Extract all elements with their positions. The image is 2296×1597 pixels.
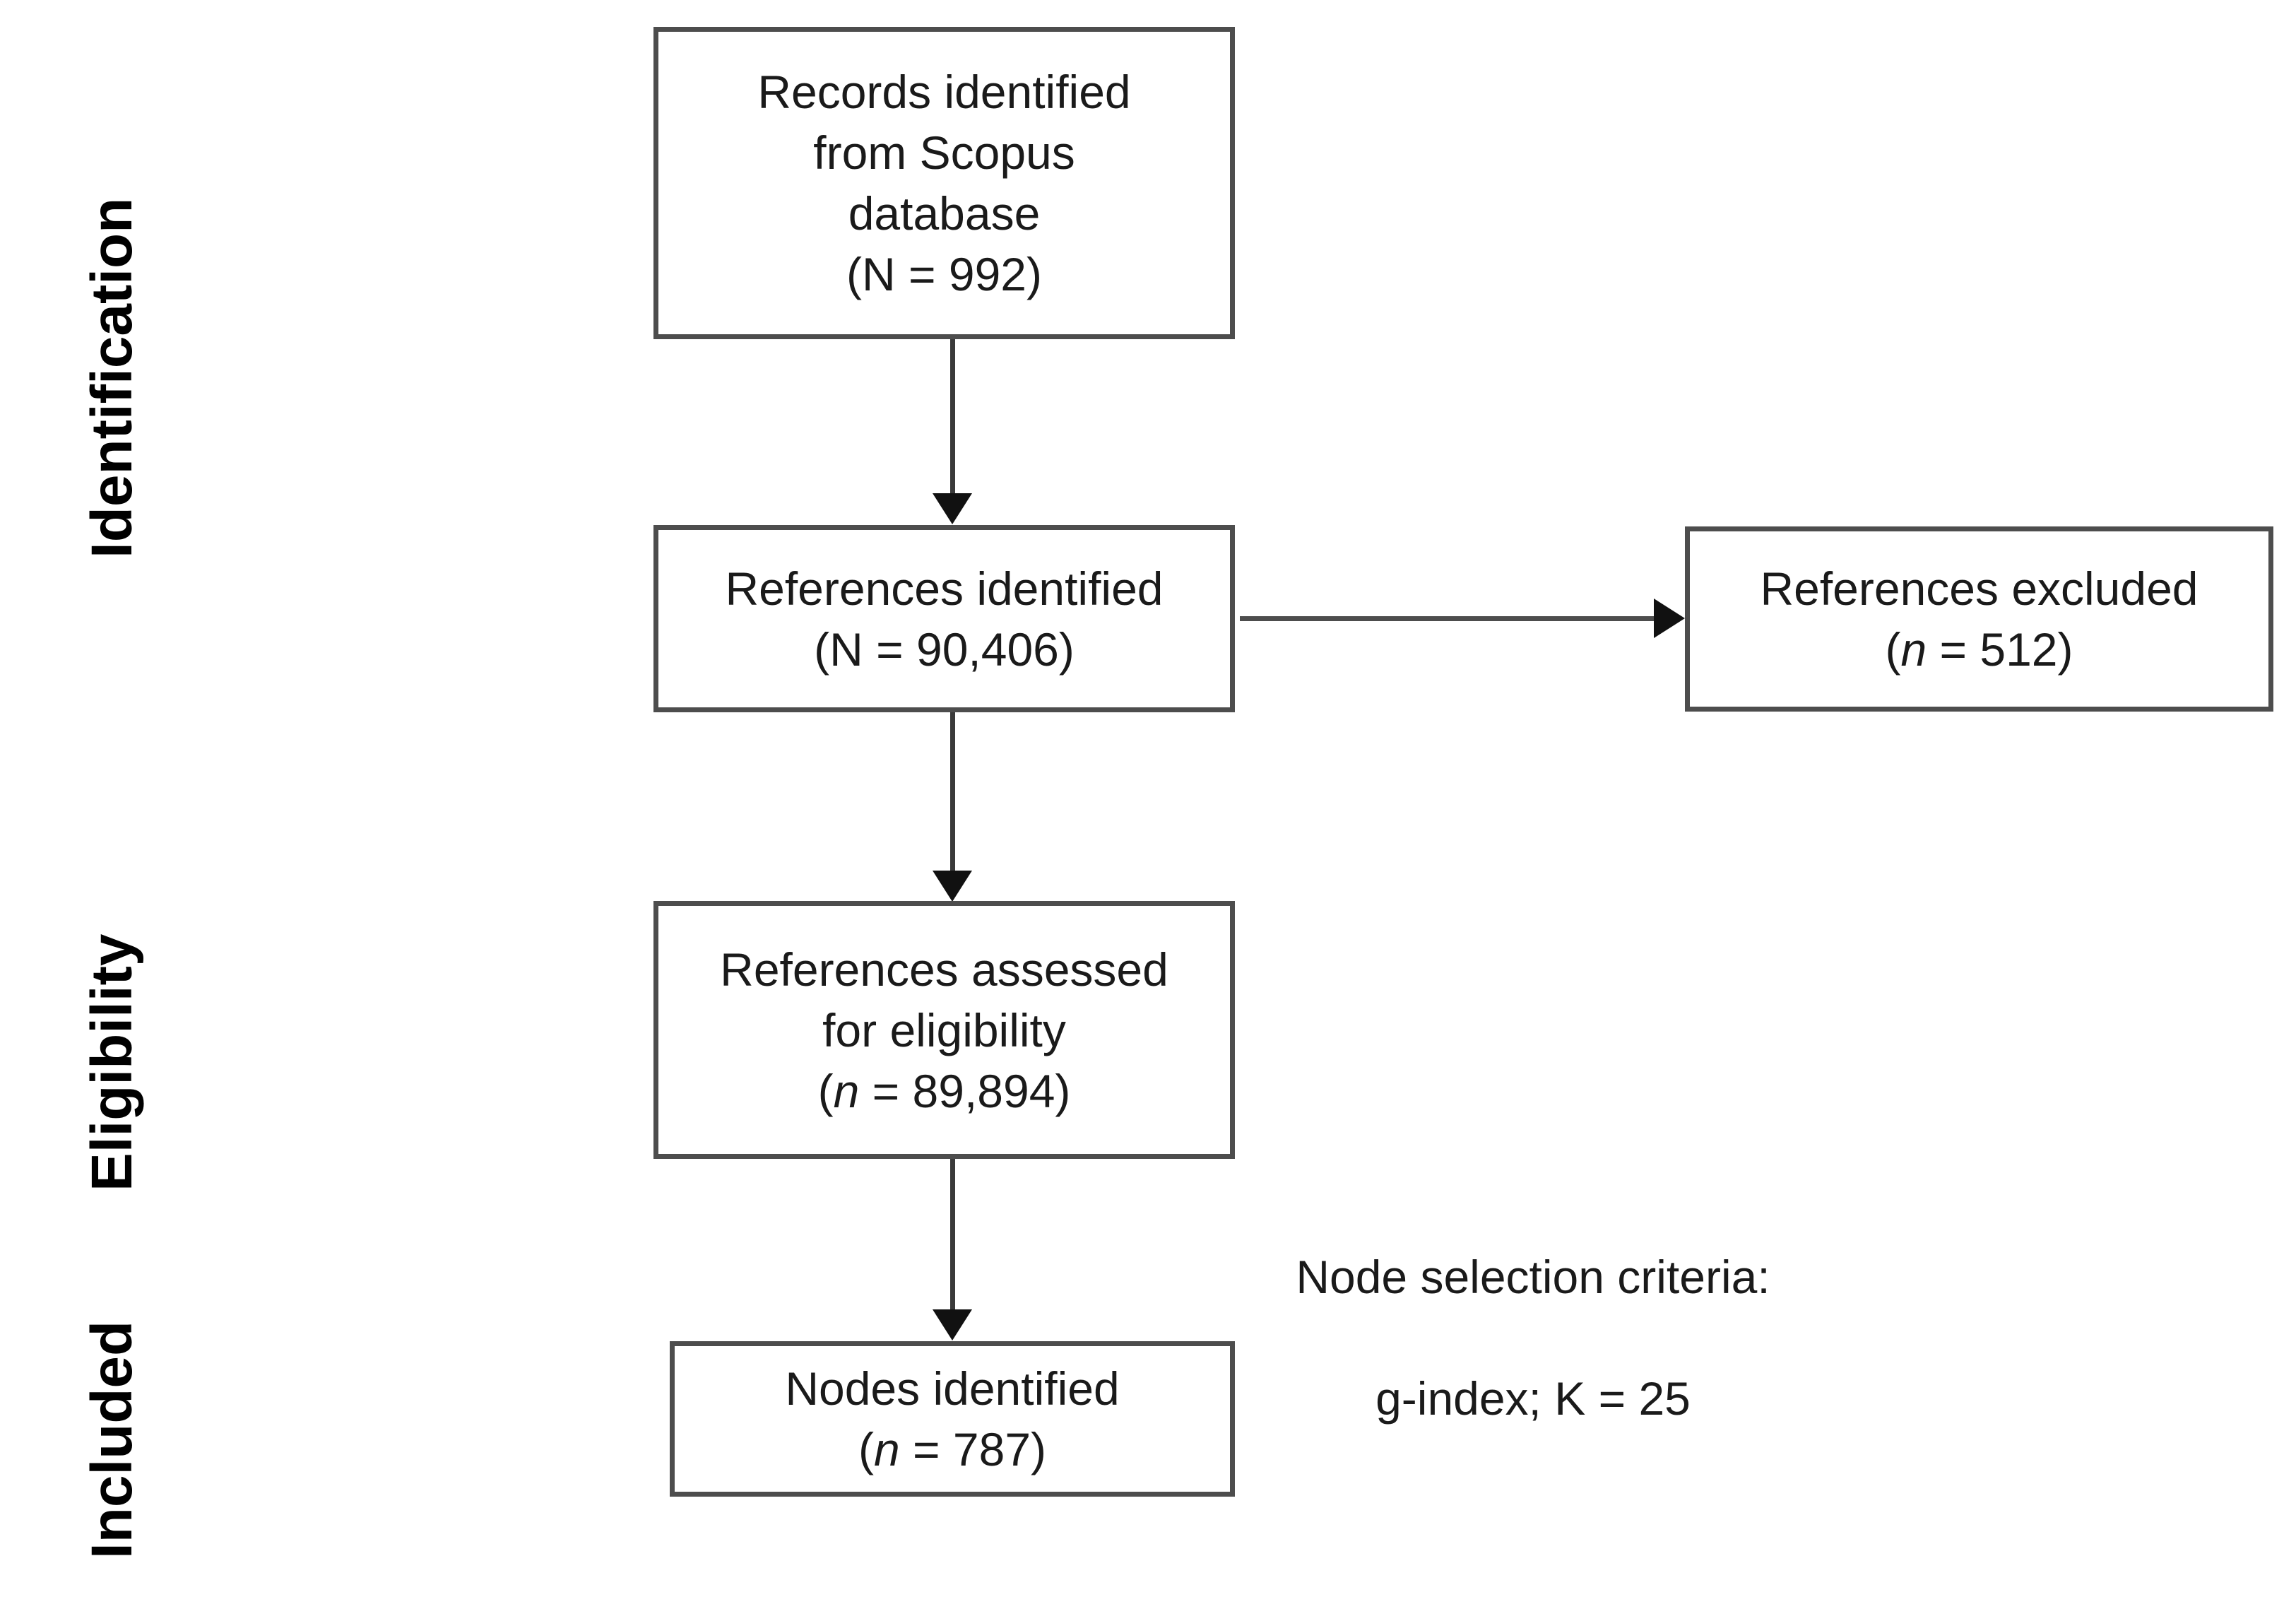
box-references-assessed-text: References assessed for eligibility (n =… [711, 939, 1177, 1121]
arrowhead-assessed-to-nodes-icon [933, 1309, 972, 1340]
box-records-identified-text: Records identified from Scopus database … [749, 61, 1139, 305]
box-references-excluded: References excluded (n = 512) [1685, 526, 2273, 712]
records-identified-line-3: database [848, 187, 1041, 240]
connector-references-to-assessed [950, 712, 955, 873]
references-assessed-var: n [833, 1064, 860, 1117]
references-excluded-count: (n = 512) [1760, 619, 2198, 680]
references-identified-line-1: References identified [725, 562, 1164, 615]
nodes-identified-line-1: Nodes identified [785, 1362, 1120, 1415]
references-excluded-var: n [1900, 623, 1927, 676]
references-excluded-line-1: References excluded [1760, 562, 2199, 615]
note-node-selection-criteria: Node selection criteria: g-index; K = 25 [1229, 1186, 1837, 1490]
nodes-identified-var: n [873, 1423, 900, 1475]
connector-records-to-references [950, 339, 955, 496]
arrowhead-records-to-references-icon [933, 493, 972, 524]
box-references-assessed: References assessed for eligibility (n =… [653, 901, 1235, 1159]
box-references-identified: References identified (N = 90,406) [653, 525, 1235, 712]
box-records-identified: Records identified from Scopus database … [653, 27, 1235, 339]
arrowhead-references-to-excluded-icon [1654, 599, 1685, 638]
references-identified-count: (N = 90,406) [814, 623, 1075, 676]
references-assessed-line-1: References assessed [720, 943, 1168, 996]
paren-open: ( [858, 1423, 874, 1475]
records-identified-count: (N = 992) [846, 248, 1042, 300]
connector-references-to-excluded [1240, 616, 1657, 621]
stage-label-included: Included [80, 1320, 144, 1559]
box-nodes-identified-text: Nodes identified (n = 787) [776, 1358, 1128, 1480]
nodes-identified-count: (n = 787) [785, 1419, 1119, 1480]
references-assessed-line-2: for eligibility [822, 1003, 1066, 1056]
references-assessed-value: = 89,894) [859, 1064, 1071, 1117]
stage-label-identification: Identification [80, 197, 144, 558]
connector-assessed-to-nodes [950, 1159, 955, 1311]
nodes-identified-value: = 787) [899, 1423, 1047, 1475]
note-line-2: g-index; K = 25 [1375, 1372, 1691, 1425]
references-assessed-count: (n = 89,894) [720, 1061, 1168, 1121]
box-references-excluded-text: References excluded (n = 512) [1751, 558, 2206, 680]
references-excluded-value: = 512) [1927, 623, 2073, 676]
arrowhead-references-to-assessed-icon [933, 871, 972, 902]
paren-open: ( [1885, 623, 1901, 676]
box-references-identified-text: References identified (N = 90,406) [716, 558, 1171, 680]
records-identified-line-1: Records identified [757, 66, 1131, 118]
records-identified-line-2: from Scopus [813, 126, 1075, 179]
stage-label-eligibility: Eligibility [80, 933, 144, 1191]
paren-open: ( [817, 1064, 834, 1117]
note-line-1: Node selection criteria: [1296, 1251, 1770, 1303]
box-nodes-identified: Nodes identified (n = 787) [670, 1341, 1235, 1497]
